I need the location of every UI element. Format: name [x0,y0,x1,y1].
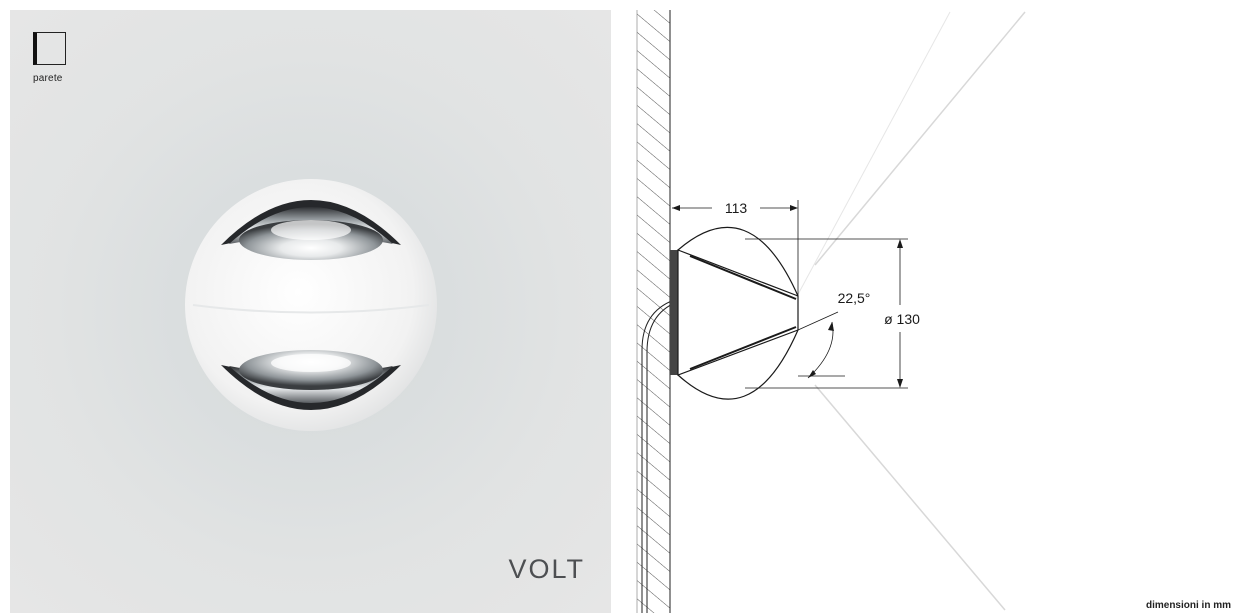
lamp-profile [670,226,799,400]
light-beam-lines [794,11,1026,611]
wall-mount-symbol [33,32,66,65]
product-photo: parete [10,10,611,613]
units-note: dimensioni in mm [1145,600,1231,611]
mount-type-label: parete [33,73,63,84]
diameter-label: ø 130 [884,311,920,327]
angle-label: 22,5° [838,290,871,306]
depth-label: 113 [725,200,748,216]
technical-drawing: 113 ø 130 22,5° [636,10,1026,613]
diameter-dimension: ø 130 [745,238,920,389]
angle-dimension: 22,5° [797,290,871,379]
wall-lamp-image [185,179,437,431]
cable-line [641,299,675,613]
wall-mount-icon: parete [33,32,79,98]
depth-dimension: 113 [672,200,799,296]
brand-logo: VOLT [508,554,585,584]
